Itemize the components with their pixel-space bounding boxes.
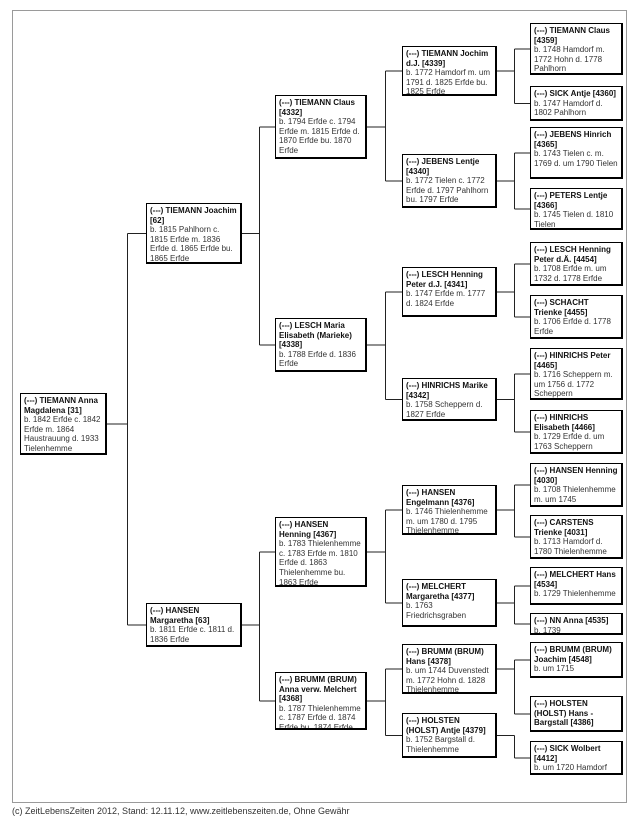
person-box[interactable]: (---) HANSEN Margaretha [63]b. 1811 Erfd… (146, 603, 242, 647)
person-details: b. 1811 Erfde c. 1811 d. 1836 Erfde (150, 625, 235, 644)
person-name: (---) HINRICHS Elisabeth [4466] (534, 413, 595, 432)
person-details: b. 1729 Erfde d. um 1763 Scheppern (534, 432, 605, 451)
person-details: b. 1748 Hamdorf m. 1772 Hohn d. 1778 Pah… (534, 45, 605, 74)
person-box[interactable]: (---) TIEMANN Anna Magdalena [31]b. 1842… (20, 393, 107, 455)
person-details: b. 1772 Hamdorf m. um 1791 d. 1825 Erfde… (406, 68, 491, 96)
person-name: (---) BRUMM (BRUM) Hans [4378] (406, 647, 484, 666)
person-box[interactable]: (---) HINRICHS Peter [4465]b. 1716 Schep… (530, 348, 623, 400)
person-name: (---) HANSEN Henning [4030] (534, 466, 618, 485)
person-details: b. um 1720 Hamdorf (534, 763, 607, 773)
person-box[interactable]: (---) BRUMM (BRUM) Hans [4378]b. um 1744… (402, 644, 497, 694)
person-name: (---) HINRICHS Marike [4342] (406, 381, 488, 400)
person-details: b. 1706 Erfde d. 1778 Erfde (534, 317, 611, 336)
person-details: b. 1743 Tielen c. m. 1769 d. um 1790 Tie… (534, 149, 618, 168)
person-details: b. 1708 Erfde m. um 1732 d. 1778 Erfde (534, 264, 607, 283)
person-details: b. 1815 Pahlhorn c. 1815 Erfde m. 1836 E… (150, 225, 233, 263)
person-name: (---) SICK Antje [4360] (534, 89, 616, 98)
person-box[interactable]: (---) SICK Wolbert [4412]b. um 1720 Hamd… (530, 741, 623, 775)
person-name: (---) JEBENS Hinrich [4365] (534, 130, 612, 149)
person-details: b. 1708 Thielenhemme m. um 1745 (534, 485, 616, 504)
person-details: b. 1788 Erfde d. 1836 Erfde (279, 349, 356, 369)
person-box[interactable]: (---) JEBENS Hinrich [4365]b. 1743 Tiele… (530, 127, 623, 179)
person-name: (---) MELCHERT Margaretha [4377] (406, 582, 475, 601)
person-name: (---) TIEMANN Jochim d.J. [4339] (406, 49, 489, 68)
person-box[interactable]: (---) JEBENS Lentje [4340]b. 1772 Tielen… (402, 154, 497, 208)
person-details: b. um 1744 Duvenstedt m. 1772 Hohn d. 18… (406, 666, 489, 694)
copyright-footer: (c) ZeitLebensZeiten 2012, Stand: 12.11.… (12, 806, 350, 816)
person-name: (---) TIEMANN Anna Magdalena [31] (24, 396, 98, 415)
person-name: (---) SCHACHT Trienke [4455] (534, 298, 589, 317)
person-name: (---) TIEMANN Claus [4359] (534, 26, 610, 45)
person-details: b. 1716 Scheppern m. um 1756 d. 1772 Sch… (534, 370, 613, 399)
person-box[interactable]: (---) NN Anna [4535]b. 1739 (530, 613, 623, 635)
person-box[interactable]: (---) HANSEN Henning [4030]b. 1708 Thiel… (530, 463, 623, 507)
person-details: b. 1783 Thielenhemme c. 1783 Erfde m. 18… (279, 539, 361, 587)
person-details: b. 1739 (534, 625, 561, 635)
person-box[interactable]: (---) HOLSTEN (HOLST) Antje [4379]b. 175… (402, 713, 497, 758)
person-box[interactable]: (---) LESCH Henning Peter d.J. [4341]b. … (402, 267, 497, 317)
person-details: b. um 1715 (534, 664, 575, 674)
person-details: b. 1772 Tielen c. 1772 Erfde d. 1797 Pah… (406, 176, 489, 205)
person-name: (---) HOLSTEN (HOLST) Hans - Bargstall [… (534, 699, 594, 728)
person-name: (---) TIEMANN Claus [4332] (279, 98, 355, 117)
person-box[interactable]: (---) HINRICHS Marike [4342]b. 1758 Sche… (402, 378, 497, 421)
person-details: b. 1794 Erfde c. 1794 Erfde m. 1815 Erfd… (279, 117, 360, 155)
person-box[interactable]: (---) HANSEN Henning [4367]b. 1783 Thiel… (275, 517, 367, 587)
person-details: b. 1713 Hamdorf d. 1780 Thielenhemme (534, 537, 607, 556)
person-name: (---) HANSEN Margaretha [63] (150, 606, 210, 625)
person-details: b. 1747 Hamdorf d. 1802 Pahlhorn (534, 98, 603, 118)
person-box[interactable]: (---) TIEMANN Claus [4359]b. 1748 Hamdor… (530, 23, 623, 75)
person-name: (---) LESCH Henning Peter d.J. [4341] (406, 270, 483, 289)
person-name: (---) MELCHERT Hans [4534] (534, 570, 616, 589)
person-details: b. 1763 Friedrichsgraben (406, 601, 467, 620)
person-name: (---) LESCH Henning Peter d.Ä. [4454] (534, 245, 611, 264)
person-name: (---) HOLSTEN (HOLST) Antje [4379] (406, 716, 486, 735)
person-details: b. 1746 Thielenhemme m. um 1780 d. 1795 … (406, 507, 488, 535)
person-name: (---) NN Anna [4535] (534, 616, 609, 625)
person-details: b. 1745 Tielen d. 1810 Tielen (534, 210, 614, 229)
person-name: (---) BRUMM (BRUM) Anna verw. Melchert [… (279, 675, 357, 704)
person-name: (---) PETERS Lentje [4366] (534, 191, 608, 210)
person-box[interactable]: (---) LESCH Maria Elisabeth (Marieke) [4… (275, 318, 367, 372)
person-box[interactable]: (---) HINRICHS Elisabeth [4466]b. 1729 E… (530, 410, 623, 454)
person-box[interactable]: (---) TIEMANN Claus [4332]b. 1794 Erfde … (275, 95, 367, 159)
person-name: (---) TIEMANN Joachim [62] (150, 206, 237, 225)
person-name: (---) BRUMM (BRUM) Joachim [4548] (534, 645, 612, 664)
chart-frame (12, 10, 627, 803)
person-box[interactable]: (---) PETERS Lentje [4366]b. 1745 Tielen… (530, 188, 623, 230)
person-name: (---) LESCH Maria Elisabeth (Marieke) [4… (279, 321, 352, 350)
person-box[interactable]: (---) CARSTENS Trienke [4031]b. 1713 Ham… (530, 515, 623, 559)
person-name: (---) JEBENS Lentje [4340] (406, 157, 480, 176)
person-details: b. 1758 Scheppern d. 1827 Erfde (406, 400, 483, 419)
person-name: (---) HINRICHS Peter [4465] (534, 351, 611, 370)
person-details: b. 1787 Thielenhemme c. 1787 Erfde d. 18… (279, 703, 361, 730)
person-box[interactable]: (---) TIEMANN Jochim d.J. [4339]b. 1772 … (402, 46, 497, 96)
person-box[interactable]: (---) TIEMANN Joachim [62]b. 1815 Pahlho… (146, 203, 242, 264)
person-details: b. 1842 Erfde c. 1842 Erfde m. 1864 Haus… (24, 415, 101, 453)
person-box[interactable]: (---) LESCH Henning Peter d.Ä. [4454]b. … (530, 242, 623, 286)
person-details: b. 1752 Bargstall d. Thielenhemme (406, 735, 475, 754)
person-name: (---) HANSEN Henning [4367] (279, 520, 337, 539)
person-details: b. 1747 Erfde m. 1777 d. 1824 Erfde (406, 289, 486, 308)
person-details: b. 1729 Thielenhemme (534, 589, 616, 599)
person-box[interactable]: (---) BRUMM (BRUM) Anna verw. Melchert [… (275, 672, 367, 730)
person-box[interactable]: (---) SICK Antje [4360]b. 1747 Hamdorf d… (530, 86, 623, 121)
person-name: (---) CARSTENS Trienke [4031] (534, 518, 594, 537)
person-box[interactable]: (---) BRUMM (BRUM) Joachim [4548]b. um 1… (530, 642, 623, 678)
person-box[interactable]: (---) HANSEN Engelmann [4376]b. 1746 Thi… (402, 485, 497, 535)
person-name: (---) SICK Wolbert [4412] (534, 744, 601, 763)
person-box[interactable]: (---) HOLSTEN (HOLST) Hans - Bargstall [… (530, 696, 623, 732)
person-box[interactable]: (---) SCHACHT Trienke [4455]b. 1706 Erfd… (530, 295, 623, 339)
person-name: (---) HANSEN Engelmann [4376] (406, 488, 475, 507)
person-box[interactable]: (---) MELCHERT Hans [4534]b. 1729 Thiele… (530, 567, 623, 605)
person-box[interactable]: (---) MELCHERT Margaretha [4377]b. 1763 … (402, 579, 497, 627)
